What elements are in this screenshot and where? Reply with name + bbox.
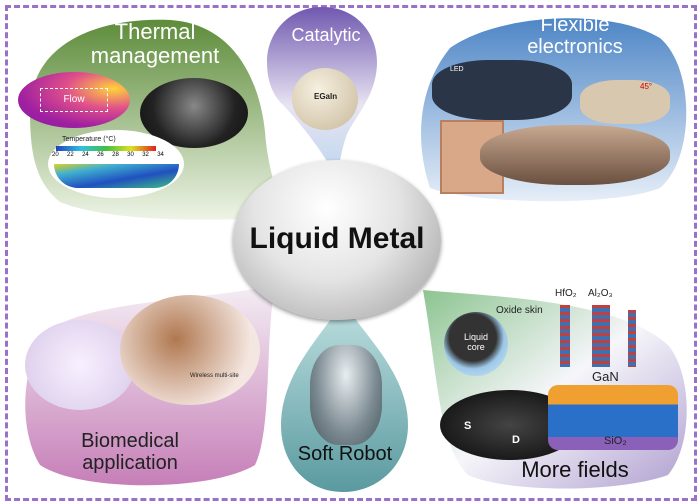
- hfo2-label: HfO₂: [555, 288, 577, 299]
- soft-robot-label: Soft Robot: [297, 443, 393, 465]
- hfo2-structure: [560, 305, 570, 367]
- cell-image: [25, 320, 135, 410]
- temperature-field: [54, 164, 179, 188]
- robot-image: [310, 345, 382, 445]
- thermal-label-line2: management: [90, 43, 220, 69]
- egain-label: EGaIn: [314, 92, 338, 101]
- s-label: S: [464, 420, 472, 432]
- flow-label: Flow: [40, 88, 108, 112]
- tick: 20: [52, 152, 59, 158]
- colorbar: [56, 146, 156, 151]
- center-title: Liquid Metal: [249, 222, 425, 255]
- body-image: Wireless multi-site: [120, 295, 260, 405]
- biomedical-label-line1: Biomedical: [81, 430, 179, 452]
- wireless-label: Wireless multi-site: [190, 373, 239, 379]
- temperature-label: Temperature (°C): [62, 136, 116, 143]
- temperature-plot: Temperature (°C) 20 22 24 26 28 30 32 34: [48, 130, 184, 198]
- flexible-label-line2: electronics: [527, 36, 623, 58]
- oxide-skin-label: Oxide skin: [496, 305, 543, 316]
- led-circuit-image: LED: [432, 60, 572, 120]
- center-ellipse: [233, 160, 441, 320]
- al2o3-label: Al₂O₃: [588, 288, 613, 299]
- liquid-core-sphere: Liquid core: [444, 312, 508, 376]
- thermal-image: Flow: [18, 72, 130, 128]
- tick: 30: [127, 152, 134, 158]
- d-label: D: [512, 434, 520, 446]
- liquid-core-label: Liquid core: [463, 332, 489, 352]
- dashed-frame: [5, 5, 697, 501]
- gan-label: GaN: [592, 369, 619, 384]
- arm-image: [480, 125, 670, 185]
- tick: 34: [157, 152, 164, 158]
- finger-image: 45°: [580, 80, 670, 124]
- flexible-label-line1: Flexible: [540, 14, 610, 36]
- gan-device: SiO₂: [548, 385, 678, 450]
- tick: 22: [67, 152, 74, 158]
- egain-droplet: EGaIn: [292, 68, 358, 130]
- catalytic-label: Catalytic: [291, 25, 361, 45]
- angle-label: 45°: [640, 82, 653, 91]
- colorbar-ticks: 20 22 24 26 28 30 32 34: [52, 152, 164, 158]
- more-fields-label: More fields: [521, 457, 629, 482]
- al2o3-structure: [592, 305, 610, 367]
- thermal-label-line1: Thermal: [114, 19, 196, 44]
- tick: 28: [112, 152, 119, 158]
- tick: 24: [82, 152, 89, 158]
- tick: 26: [97, 152, 104, 158]
- tick: 32: [142, 152, 149, 158]
- sio2-label: SiO₂: [604, 435, 627, 447]
- led-label: LED: [450, 66, 464, 73]
- third-structure: [628, 310, 636, 367]
- biomedical-label-line2: application: [82, 452, 178, 474]
